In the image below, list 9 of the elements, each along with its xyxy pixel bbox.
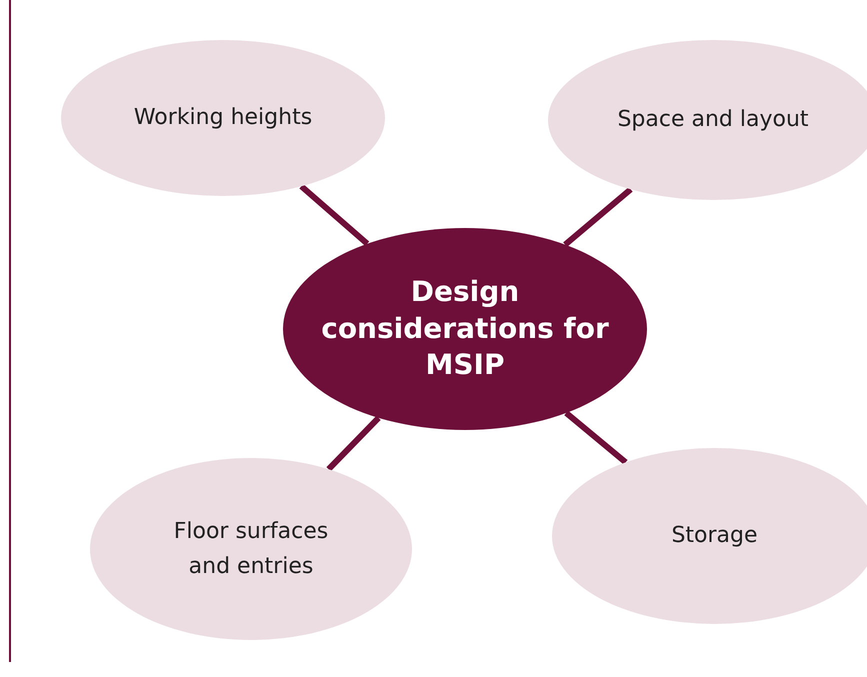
connector-line bbox=[564, 410, 628, 465]
connector-line bbox=[326, 416, 381, 472]
topic-label: Floor surfaces and entries bbox=[172, 518, 330, 581]
topic-label: Storage bbox=[671, 522, 758, 550]
connector-line bbox=[563, 187, 633, 247]
central-label: Design considerations for MSIP bbox=[320, 274, 610, 384]
topic-label: Working heights bbox=[134, 104, 312, 132]
topic-label: Space and layout bbox=[617, 106, 809, 134]
connector-line bbox=[299, 184, 370, 246]
